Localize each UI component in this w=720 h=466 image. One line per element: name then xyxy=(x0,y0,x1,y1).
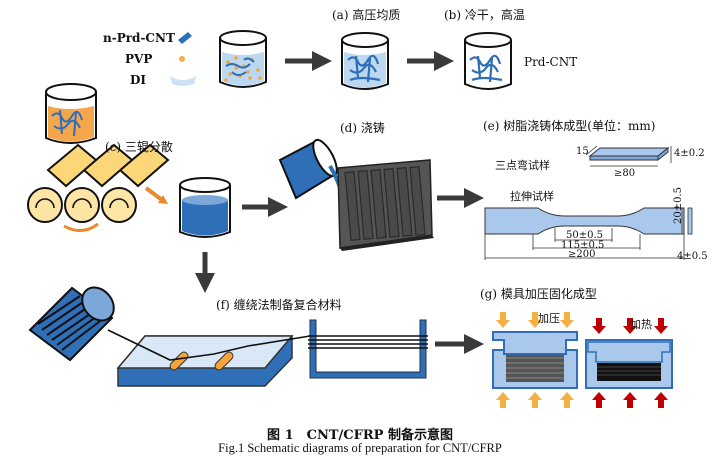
mold-pressure xyxy=(492,312,578,408)
tensile-shoulder-dim: 115±0.5 xyxy=(561,240,605,251)
step-g-label: (g) 模具加压固化成型 xyxy=(480,287,597,301)
beaker-mixture xyxy=(219,30,267,88)
mold-heat xyxy=(585,318,673,408)
legend-pvp-label: PVP xyxy=(125,52,153,66)
beaker-homogenized xyxy=(341,32,389,90)
product-label: Prd-CNT xyxy=(524,55,578,69)
pouring-cup xyxy=(278,138,350,223)
tensile-thickness-dim: 4±0.5 xyxy=(677,251,708,262)
bending-length-dim: ≥80 xyxy=(614,168,636,179)
three-roll-mill xyxy=(27,143,170,232)
pressure-label: 加压 xyxy=(538,312,560,325)
step-a-label: (a) 高压均质 xyxy=(332,8,401,22)
tensile-specimen xyxy=(484,207,693,260)
heat-label: 加热 xyxy=(630,318,652,331)
step-e-label: (e) 树脂浇铸体成型(单位：mm) xyxy=(483,119,656,133)
cnt-bundle-icon xyxy=(178,32,192,44)
water-icon xyxy=(170,76,196,86)
step-f-label: (f) 缠绕法制备复合材料 xyxy=(216,298,342,312)
bending-thickness-dim: 4±0.2 xyxy=(674,148,705,159)
tensile-specimen-label: 拉伸试样 xyxy=(510,190,554,203)
bending-specimen-label: 三点弯试样 xyxy=(495,159,550,172)
beaker-dried xyxy=(464,32,512,90)
beaker-dispersed-resin xyxy=(179,177,231,238)
step-d-label: (d) 浇铸 xyxy=(340,121,385,135)
tensile-width-dim: 20±0.5 xyxy=(673,186,684,224)
tensile-gauge-dim: 50±0.5 xyxy=(566,230,604,241)
caption-en: Fig.1 Schematic diagrams of preparation … xyxy=(218,441,502,455)
pvp-dot-icon xyxy=(179,56,185,62)
legend-cnt-label: n-Prd-CNT xyxy=(103,31,175,45)
tensile-total-dim: ≥200 xyxy=(568,249,596,260)
bending-width-dim: 15 xyxy=(576,146,589,157)
casting-mold xyxy=(337,159,434,251)
step-c-label: (c) 三辊分散 xyxy=(105,140,173,154)
step-b-label: (b) 冷干，高温 xyxy=(444,8,525,22)
fiber-spool xyxy=(28,286,115,362)
beaker-resin-cnt xyxy=(45,83,97,144)
legend-di-label: DI xyxy=(130,73,147,87)
fiber-path xyxy=(107,329,311,361)
caption-zh: 图 1 CNT/CFRP 制备示意图 xyxy=(267,428,453,443)
resin-bath xyxy=(116,335,294,387)
bending-specimen xyxy=(585,145,672,167)
winding-frame xyxy=(308,319,428,379)
